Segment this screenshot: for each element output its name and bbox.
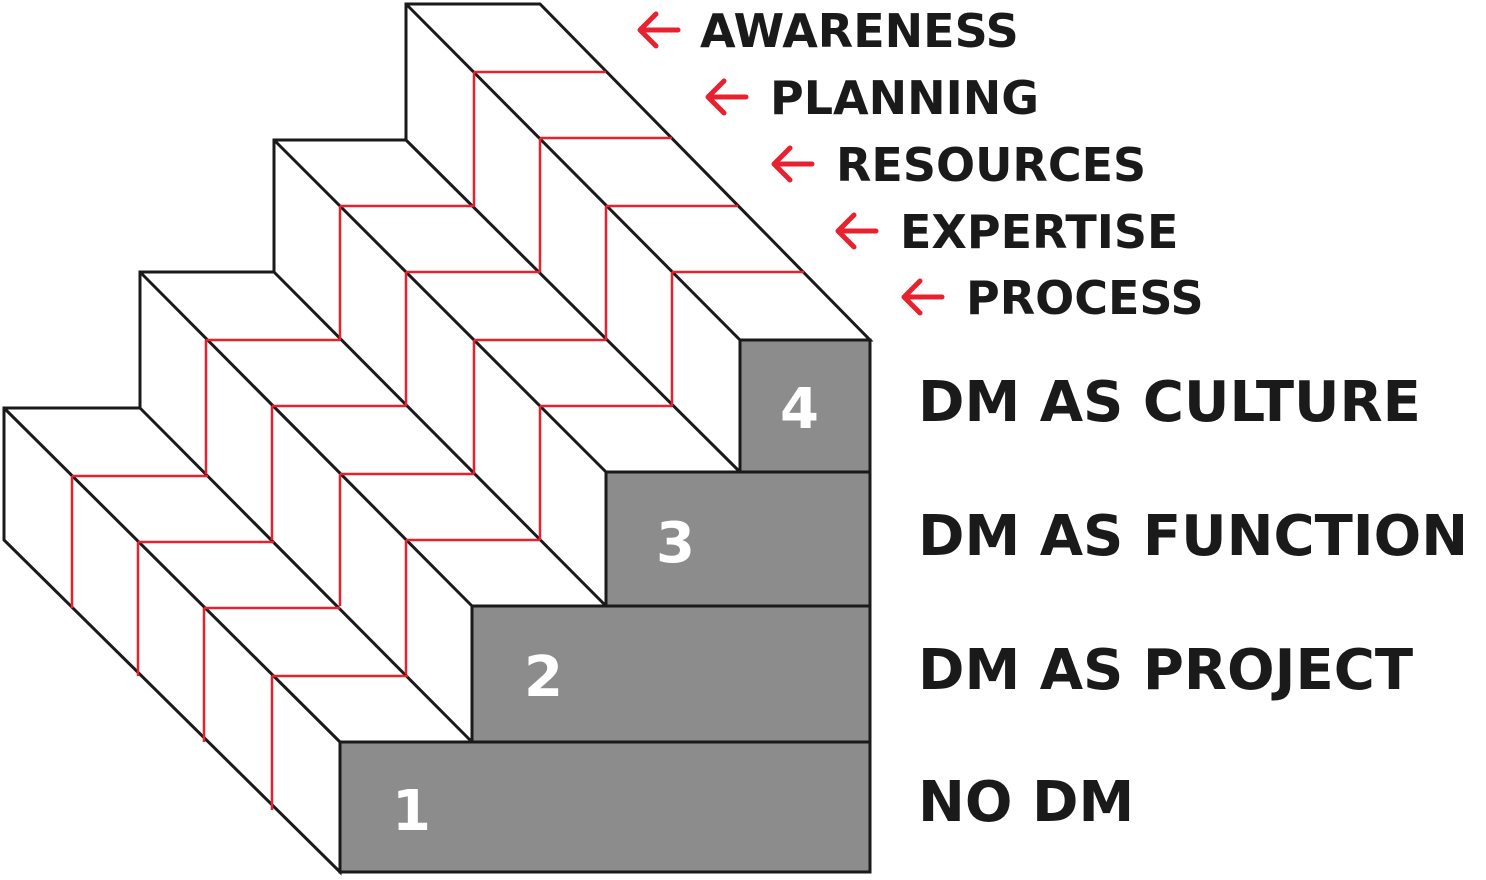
svg-text:PLANNING: PLANNING	[770, 71, 1039, 125]
arrow-left-icon	[835, 212, 879, 250]
step-number-1: 1	[392, 779, 431, 844]
arrow-left-icon	[637, 11, 681, 49]
arrow-left-icon	[771, 145, 815, 183]
arrow-left-icon	[705, 78, 749, 116]
level-label-1: NO DM	[918, 770, 1135, 835]
svg-text:RESOURCES: RESOURCES	[836, 138, 1146, 192]
dimension-planning: PLANNING	[705, 71, 1039, 125]
step-number-3: 3	[656, 511, 695, 576]
svg-text:AWARENESS: AWARENESS	[700, 4, 1019, 58]
svg-text:EXPERTISE: EXPERTISE	[900, 205, 1178, 259]
level-label-4: DM AS CULTURE	[918, 370, 1421, 435]
staircase-edges	[2, 2, 742, 744]
level-label-2: DM AS PROJECT	[918, 638, 1414, 703]
dimension-process: PROCESS	[901, 271, 1204, 325]
dimension-grid-lines	[70, 70, 804, 810]
dimension-resources: RESOURCES	[771, 138, 1146, 192]
step-riser-3	[604, 470, 872, 608]
dimension-awareness: AWARENESS	[637, 4, 1019, 58]
arrow-left-icon	[901, 278, 945, 316]
step-number-4: 4	[780, 377, 819, 442]
svg-text:PROCESS: PROCESS	[966, 271, 1204, 325]
step-number-2: 2	[524, 645, 563, 710]
level-label-3: DM AS FUNCTION	[918, 504, 1469, 569]
dimension-expertise: EXPERTISE	[835, 205, 1178, 259]
